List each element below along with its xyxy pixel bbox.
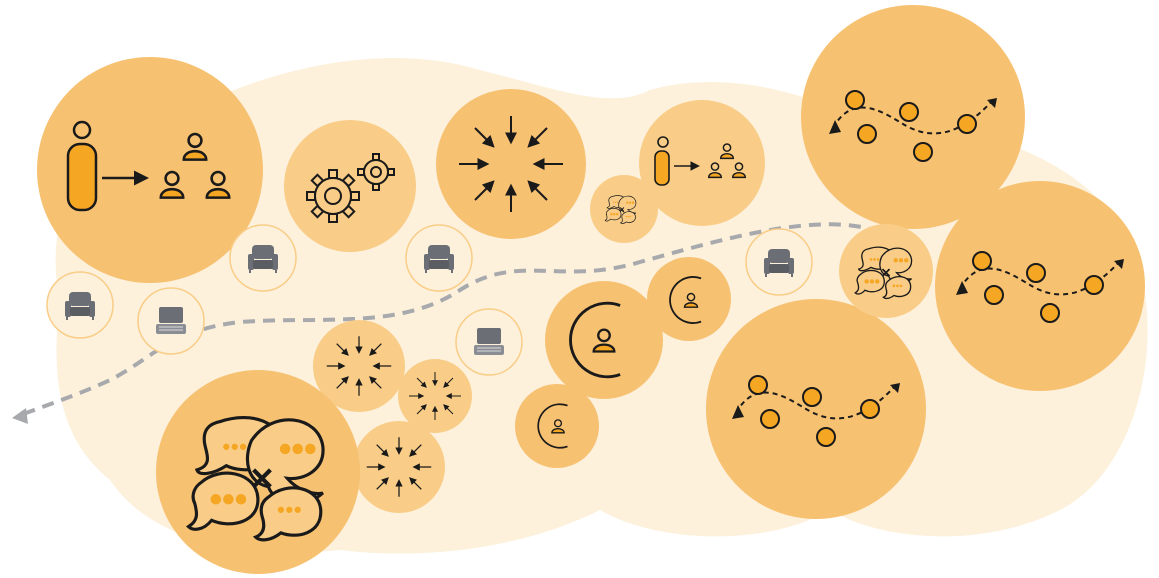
- chat-circle-small: [590, 175, 658, 243]
- wave-circle-bottom: [706, 299, 926, 519]
- armchair-icon: [764, 249, 794, 277]
- chat-circle-medium: [839, 224, 933, 318]
- laptop-icon: [155, 306, 187, 335]
- converge-circle-a: [313, 320, 405, 412]
- armchair-icon: [424, 245, 454, 273]
- armchair-icon: [65, 292, 95, 320]
- rotate-circle-medium: [647, 257, 731, 341]
- converge-circle-b: [398, 359, 472, 433]
- device-armchair-2: [229, 224, 297, 292]
- converge-circle-c: [353, 421, 445, 513]
- device-armchair-3: [405, 224, 473, 292]
- delegation-icon: [66, 120, 231, 212]
- device-laptop-2: [455, 308, 523, 376]
- chat-circle-large: [156, 370, 360, 574]
- journey-path: [17, 222, 881, 418]
- rotate-circle-small: [515, 384, 599, 468]
- delegation-icon: [654, 136, 747, 186]
- rotate-circle-large: [545, 281, 663, 399]
- journey-path-arrow-icon: [12, 408, 28, 424]
- delegation-circle: [37, 57, 263, 283]
- delegation-circle-small: [639, 100, 765, 226]
- converge-circle-large: [436, 89, 586, 239]
- laptop-icon: [473, 327, 505, 356]
- device-laptop-1: [137, 287, 205, 355]
- gears-icon: [306, 153, 395, 223]
- wave-circle-top: [801, 5, 1025, 229]
- wave-circle-right: [935, 181, 1145, 391]
- armchair-icon: [248, 245, 278, 273]
- device-armchair-4: [745, 228, 813, 296]
- device-armchair-1: [46, 271, 114, 339]
- gears-circle: [284, 120, 416, 252]
